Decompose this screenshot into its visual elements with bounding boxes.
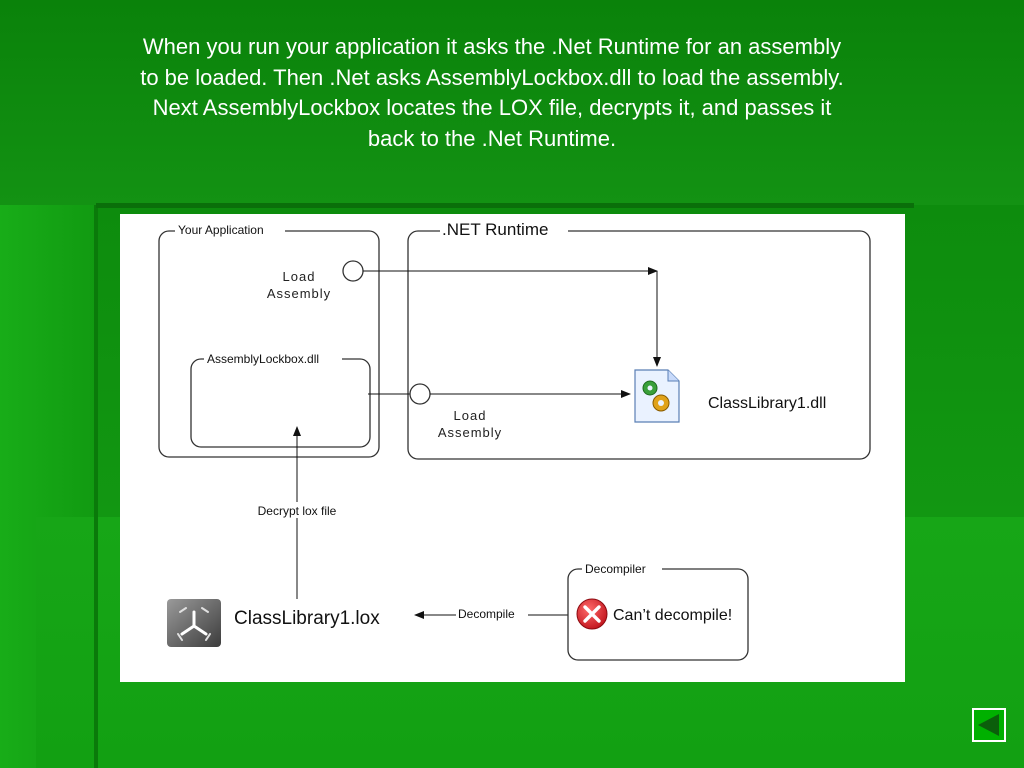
assemblylockbox-label: AssemblyLockbox.dll xyxy=(207,352,319,366)
load-assembly-label-2-line2: Assembly xyxy=(438,425,502,440)
net-runtime-box: .NET Runtime xyxy=(407,220,871,460)
interface-port-1 xyxy=(342,260,364,282)
classlibrary-lox-label: ClassLibrary1.lox xyxy=(234,608,380,629)
load-assembly-label-1-line2: Assembly xyxy=(267,286,331,301)
decompile-label: Decompile xyxy=(458,607,515,621)
net-runtime-label: .NET Runtime xyxy=(442,220,548,239)
cant-decompile-label: Can’t decompile! xyxy=(613,607,732,624)
load-assembly-label-2-line1: Load xyxy=(454,408,487,423)
back-arrow-icon xyxy=(978,714,999,736)
dll-file-icon xyxy=(634,369,680,423)
lox-file-icon xyxy=(167,599,221,647)
classlibrary-dll-label: ClassLibrary1.dll xyxy=(708,395,826,412)
load-assembly-label-1-line1: Load xyxy=(283,269,316,284)
your-application-box: Your Application xyxy=(158,222,380,458)
decrypt-label: Decrypt lox file xyxy=(258,504,337,518)
diagram: Your Application .NET Runtime Load Assem… xyxy=(120,214,905,682)
background-shadow-vertical xyxy=(94,205,98,768)
back-button[interactable] xyxy=(972,708,1006,742)
interface-port-2 xyxy=(409,383,431,405)
slide-caption: When you run your application it asks th… xyxy=(140,34,844,151)
decompiler-label: Decompiler xyxy=(585,562,646,576)
background-top xyxy=(0,0,1024,205)
error-x-icon xyxy=(576,598,608,630)
decompiler-box: Decompiler xyxy=(567,561,749,661)
background-shadow-horizontal xyxy=(96,203,914,208)
your-application-label: Your Application xyxy=(178,223,264,237)
assemblylockbox-box: AssemblyLockbox.dll xyxy=(190,351,371,448)
